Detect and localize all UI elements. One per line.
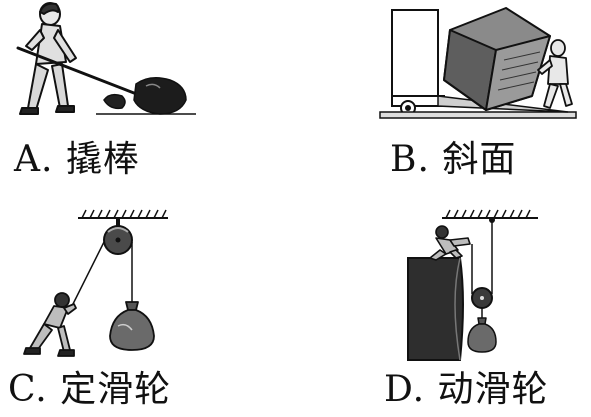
truck-cargo-box — [391, 9, 439, 97]
person-pulling-rope — [23, 292, 77, 357]
person-pushing — [537, 39, 573, 109]
caption-movable-pulley: D. 动滑轮 — [384, 369, 549, 410]
panel-inclined-plane: B. 斜面 — [300, 0, 591, 210]
ceiling — [78, 209, 168, 219]
caption-inclined-plane: B. 斜面 — [390, 139, 517, 180]
sack-weight — [467, 317, 497, 353]
caption-fixed-pulley: C. 定滑轮 — [8, 369, 172, 410]
person-pulling-rope — [429, 225, 471, 261]
panel-fixed-pulley: C. 定滑轮 — [0, 209, 300, 417]
caption-lever: A. 撬棒 — [14, 139, 140, 180]
rope-to-person — [71, 241, 105, 307]
ceiling — [442, 209, 538, 219]
crowbar — [16, 46, 154, 102]
lever-illustration — [16, 2, 196, 115]
fixed-pulley-illustration — [23, 209, 168, 357]
panel-lever: A. 撬棒 — [0, 0, 300, 210]
inclined-plane-illustration — [379, 7, 577, 119]
panel-movable-pulley: D. 动滑轮 — [300, 209, 591, 417]
sack-weight — [109, 301, 155, 351]
fulcrum-stone — [103, 93, 126, 110]
crate — [443, 7, 551, 111]
heavy-rock — [133, 77, 187, 115]
person-with-crowbar — [19, 2, 77, 115]
movable-pulley-illustration — [407, 209, 538, 361]
